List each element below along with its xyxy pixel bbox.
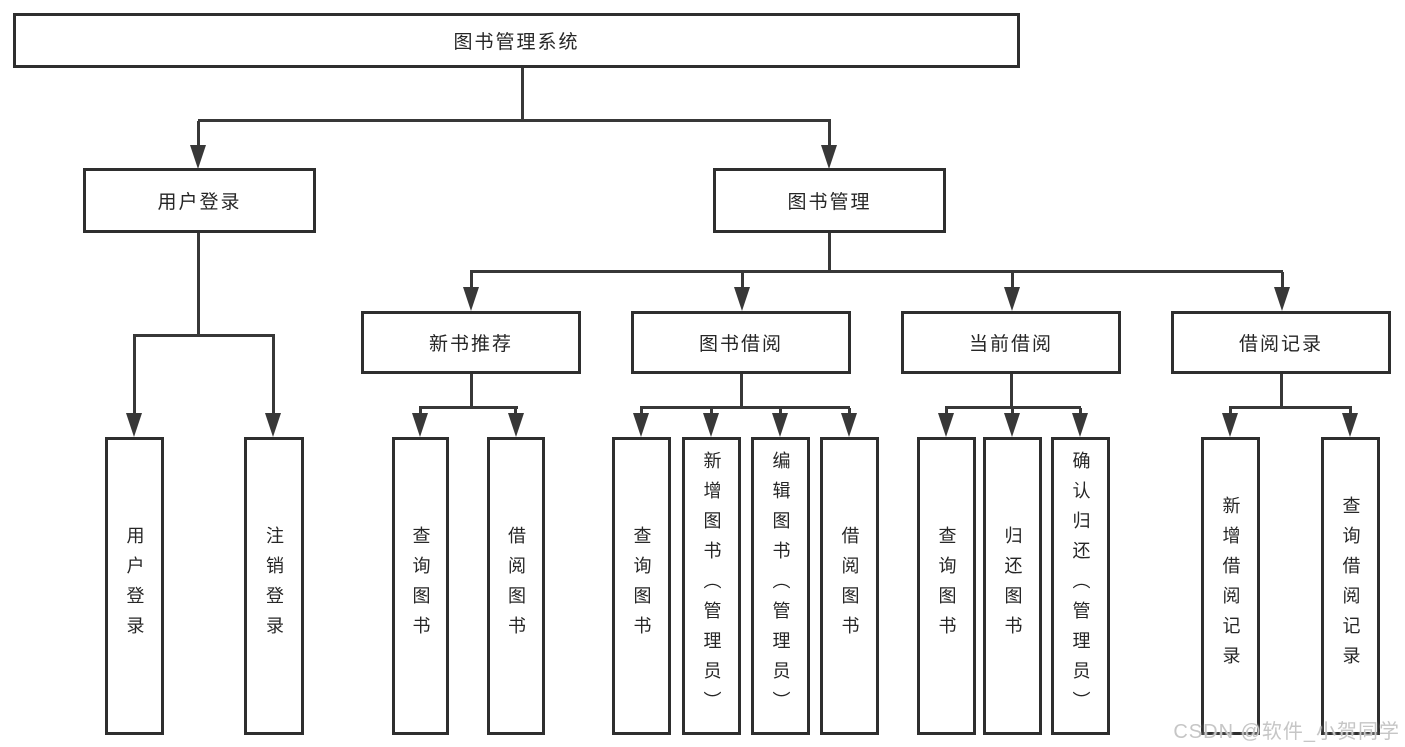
leaf-edit-books-admin: 编辑图书（管理员）: [751, 437, 810, 735]
arrow-down-icon: [1072, 413, 1088, 437]
arrow-down-icon: [1004, 413, 1020, 437]
connector-line: [828, 121, 831, 146]
connector-line: [741, 272, 744, 288]
node-book-borrowing: 图书借阅: [631, 311, 851, 374]
arrow-down-icon: [412, 413, 428, 437]
connector-line: [197, 233, 200, 336]
leaf-logout-login: 注销登录: [244, 437, 304, 735]
connector-line: [1079, 408, 1082, 414]
arrow-down-icon: [508, 413, 524, 437]
connector-line: [1010, 374, 1013, 408]
connector-line: [828, 233, 831, 272]
connector-line: [521, 68, 524, 122]
arrow-down-icon: [938, 413, 954, 437]
connector-line: [640, 408, 643, 414]
node-current-borrowing: 当前借阅: [901, 311, 1121, 374]
leaf-user-login: 用户登录: [105, 437, 164, 735]
connector-line: [470, 374, 473, 408]
connector-line: [945, 408, 948, 414]
connector-line: [133, 334, 275, 337]
arrow-down-icon: [463, 287, 479, 311]
leaf-confirm-return-admin: 确认归还（管理员）: [1051, 437, 1110, 735]
leaf-return-books: 归还图书: [983, 437, 1042, 735]
connector-line: [470, 272, 473, 288]
arrow-down-icon: [190, 145, 206, 169]
arrow-down-icon: [841, 413, 857, 437]
connector-line: [710, 408, 713, 414]
connector-line: [1349, 408, 1352, 414]
leaf-add-books-admin: 新增图书（管理员）: [682, 437, 741, 735]
connector-line: [1011, 408, 1014, 414]
node-library-system: 图书管理系统: [13, 13, 1020, 68]
leaf-query-borrow-record: 查询借阅记录: [1321, 437, 1380, 735]
arrow-down-icon: [1342, 413, 1358, 437]
connector-line: [197, 121, 200, 146]
arrow-down-icon: [126, 413, 142, 437]
leaf-add-borrow-record: 新增借阅记录: [1201, 437, 1260, 735]
arrow-down-icon: [772, 413, 788, 437]
arrow-down-icon: [821, 145, 837, 169]
connector-line: [272, 336, 275, 413]
arrow-down-icon: [1004, 287, 1020, 311]
connector-line: [1229, 408, 1232, 414]
arrow-down-icon: [703, 413, 719, 437]
watermark: CSDN @软件_小贺同学: [1173, 721, 1400, 743]
connector-line: [470, 270, 1283, 273]
leaf-query-books-recommend: 查询图书: [392, 437, 449, 735]
node-book-management: 图书管理: [713, 168, 946, 233]
arrow-down-icon: [1222, 413, 1238, 437]
connector-line: [1229, 406, 1352, 409]
node-borrowing-records: 借阅记录: [1171, 311, 1391, 374]
leaf-borrow-books-recommend: 借阅图书: [487, 437, 545, 735]
arrow-down-icon: [265, 413, 281, 437]
connector-line: [1280, 374, 1283, 408]
connector-line: [1011, 272, 1014, 288]
arrow-down-icon: [1274, 287, 1290, 311]
connector-line: [514, 408, 517, 414]
connector-line: [1281, 272, 1284, 288]
connector-line: [419, 408, 422, 414]
connector-line: [198, 119, 831, 122]
node-user-login: 用户登录: [83, 168, 316, 233]
connector-line: [740, 374, 743, 408]
leaf-borrow-books-borrowing: 借阅图书: [820, 437, 879, 735]
leaf-query-books-borrowing: 查询图书: [612, 437, 671, 735]
node-new-book-recommend: 新书推荐: [361, 311, 581, 374]
connector-line: [133, 336, 136, 413]
arrow-down-icon: [734, 287, 750, 311]
connector-line: [779, 408, 782, 414]
connector-line: [848, 408, 851, 414]
connector-line: [945, 406, 1081, 409]
connector-line: [419, 406, 518, 409]
arrow-down-icon: [633, 413, 649, 437]
connector-line: [640, 406, 850, 409]
leaf-query-books-current: 查询图书: [917, 437, 976, 735]
